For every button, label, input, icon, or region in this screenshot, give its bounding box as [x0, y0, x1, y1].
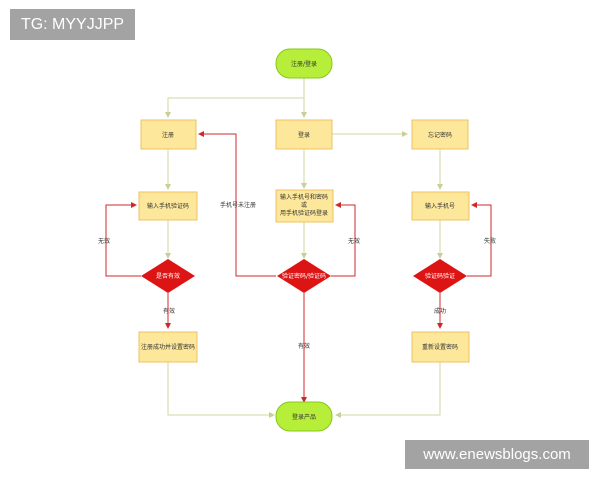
edge-invalid-3	[467, 202, 492, 277]
verify-code-label: 验证码验证	[425, 272, 455, 280]
reset-password-label: 重新设置密码	[422, 343, 458, 351]
neutral-connectors	[165, 78, 443, 418]
input-login-label-line1: 输入手机号和密码	[280, 193, 328, 201]
start-terminal: 注册/登录	[275, 48, 333, 79]
end-terminal: 登录产品	[275, 401, 333, 432]
input-login-label-line3: 用手机验证码登录	[280, 209, 328, 217]
input-login-box: 输入手机号和密码 或 用手机验证码登录	[275, 189, 334, 223]
verify-login-label: 验证密码/验证码	[282, 272, 326, 280]
tg-tag: TG: MYYJJPP	[10, 9, 135, 40]
edge-invalid-2	[331, 202, 356, 277]
input-phone-code-label: 输入手机验证码	[147, 202, 189, 210]
login-label: 登录	[298, 131, 310, 139]
label-invalid-1: 无效	[98, 237, 110, 245]
start-label: 注册/登录	[291, 60, 317, 68]
edge-reset-to-end	[335, 362, 441, 418]
label-valid-1: 有效	[163, 307, 175, 315]
login-box: 登录	[275, 119, 333, 150]
label-invalid-3: 失败	[484, 237, 496, 245]
input-phone-code-box: 输入手机验证码	[138, 191, 198, 221]
forgot-label: 忘记密码	[428, 131, 452, 139]
verify-login-diamond: 验证密码/验证码	[277, 259, 331, 293]
register-success-label: 注册成功并设置密码	[141, 343, 195, 351]
edge-success-to-end	[167, 362, 275, 418]
end-label: 登录产品	[292, 413, 316, 421]
edge-invalid-1	[105, 202, 141, 277]
register-box: 注册	[140, 119, 197, 150]
reset-password-box: 重新设置密码	[411, 331, 470, 363]
input-login-label-line2: 或	[301, 201, 307, 209]
red-connectors	[105, 131, 492, 403]
label-success: 成功	[434, 307, 446, 315]
edge-start-to-register	[165, 97, 304, 118]
verify-code-diamond: 验证码验证	[413, 259, 467, 293]
label-phone-not-registered: 手机号未注册	[220, 201, 256, 209]
register-success-box: 注册成功并设置密码	[138, 331, 198, 363]
watermark: www.enewsblogs.com	[405, 440, 589, 469]
check-valid-diamond: 是否有效	[141, 259, 195, 293]
register-label: 注册	[162, 131, 174, 139]
label-invalid-2: 无效	[348, 237, 360, 245]
edge-not-registered	[198, 131, 276, 277]
input-phone-box: 输入手机号	[411, 191, 470, 221]
check-valid-label: 是否有效	[156, 272, 180, 280]
label-valid-2: 有效	[298, 342, 310, 350]
input-phone-label: 输入手机号	[425, 202, 455, 210]
forgot-box: 忘记密码	[411, 119, 469, 150]
